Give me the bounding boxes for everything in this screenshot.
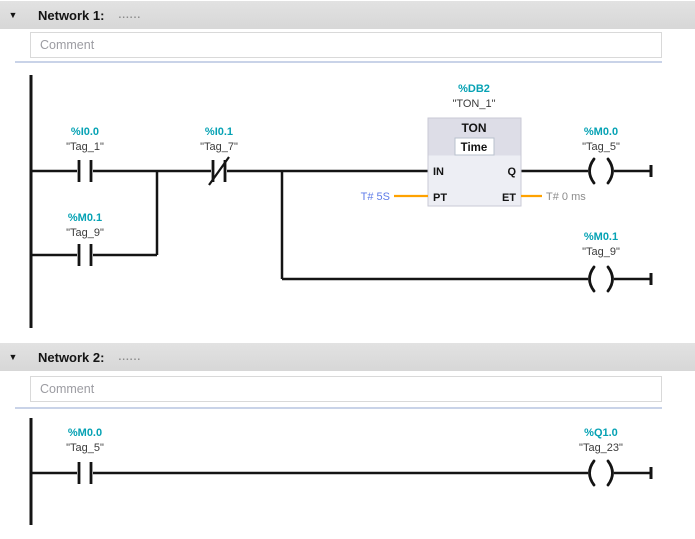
network2-comment-input[interactable] [31, 377, 661, 401]
network1-title-placeholder[interactable]: ...... [118, 9, 142, 21]
operand-tag[interactable]: "Tag_9" [66, 227, 104, 239]
operand-address[interactable]: %M0.0 [584, 126, 618, 138]
pin-in-label: IN [433, 166, 444, 178]
operand-tag[interactable]: "Tag_1" [66, 141, 104, 153]
network1-separator [15, 61, 662, 63]
network2-ladder: %M0.0 "Tag_5" %Q1.0 "Tag_23" [29, 418, 653, 525]
operand-address[interactable]: %Q1.0 [584, 427, 618, 439]
operand-address[interactable]: %I0.0 [71, 126, 99, 138]
network1-comment-input[interactable] [31, 33, 661, 57]
ton-timer-block[interactable]: TON Time IN Q PT ET [427, 117, 522, 207]
pt-literal-value[interactable]: T# 5S [361, 191, 390, 203]
network2-separator [15, 407, 662, 409]
operand-tag[interactable]: "Tag_7" [200, 141, 238, 153]
network1-ladder: TON Time IN Q PT ET %DB2 "TON_1" T# 5S T… [29, 75, 653, 328]
network2-title: Network 2: [38, 349, 105, 365]
operand-tag[interactable]: "Tag_5" [66, 442, 104, 454]
time-datatype-label[interactable]: Time [461, 142, 488, 154]
nc-contact-i01[interactable] [208, 156, 230, 186]
operand-address[interactable]: %I0.1 [205, 126, 233, 138]
collapse-triangle-icon[interactable]: ▼ [8, 10, 18, 20]
operand-tag[interactable]: "Tag_5" [582, 141, 620, 153]
network2-title-placeholder[interactable]: ...... [118, 351, 142, 363]
timer-instance-name[interactable]: "TON_1" [452, 98, 495, 110]
operand-tag[interactable]: "Tag_9" [582, 246, 620, 258]
pin-q-label: Q [507, 166, 516, 178]
network2-header[interactable]: ▼ Network 2: ...... [0, 343, 695, 371]
operand-address[interactable]: %M0.1 [68, 212, 102, 224]
coil-q10[interactable] [588, 459, 614, 487]
network1-header[interactable]: ▼ Network 1: ...... [0, 1, 695, 29]
coil-m00[interactable] [588, 157, 614, 185]
timer-db-address[interactable]: %DB2 [458, 83, 490, 95]
network2-comment-box[interactable] [30, 376, 662, 402]
et-output-value: T# 0 ms [546, 191, 586, 203]
operand-address[interactable]: %M0.0 [68, 427, 102, 439]
operand-tag[interactable]: "Tag_23" [579, 442, 623, 454]
pin-et-label: ET [502, 192, 516, 204]
coil-m01[interactable] [588, 265, 614, 293]
pin-pt-label: PT [433, 192, 447, 204]
ton-type-label: TON [461, 121, 486, 135]
network1-title: Network 1: [38, 7, 105, 23]
collapse-triangle-icon[interactable]: ▼ [8, 352, 18, 362]
time-datatype-dropdown[interactable] [454, 137, 495, 156]
rung-wires [31, 169, 650, 281]
no-contact-m01[interactable] [77, 244, 93, 266]
no-contact-m00[interactable] [77, 462, 93, 484]
no-contact-i00[interactable] [77, 160, 93, 182]
network1-comment-box[interactable] [30, 32, 662, 58]
operand-address[interactable]: %M0.1 [584, 231, 618, 243]
